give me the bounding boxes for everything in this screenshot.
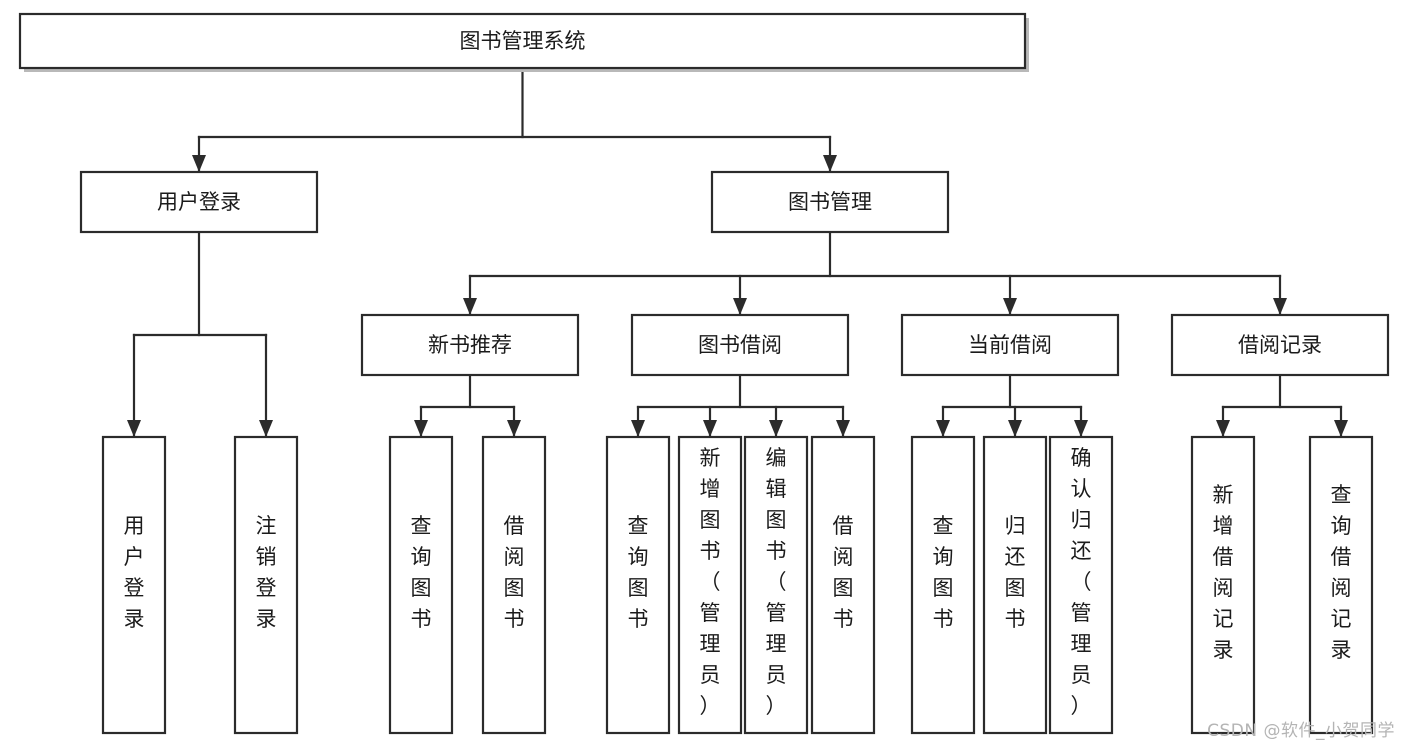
node-borrow-record[interactable]: 借阅记录: [1170, 313, 1390, 377]
node-leaf-borrow-book-2[interactable]: 借阅图书: [810, 435, 876, 735]
arrow-head-icon: [823, 155, 837, 172]
arrow-head-icon: [1334, 420, 1348, 437]
node-label: 新增借阅记录: [1213, 483, 1234, 662]
arrow-head-icon: [259, 420, 273, 437]
edges-layer: [127, 66, 1348, 437]
arrow-head-icon: [1074, 420, 1088, 437]
arrow-head-icon: [936, 420, 950, 437]
arrow-head-icon: [414, 420, 428, 437]
node-label: 借阅图书: [504, 514, 525, 631]
node-label: 新书推荐: [428, 333, 512, 357]
node-label: 图书借阅: [698, 333, 782, 357]
node-leaf-query-book-1[interactable]: 查询图书: [388, 435, 454, 735]
node-book-manage[interactable]: 图书管理: [710, 170, 950, 234]
arrow-head-icon: [631, 420, 645, 437]
node-leaf-logout[interactable]: 注销登录: [233, 435, 299, 735]
node-label: 图书管理: [788, 190, 872, 214]
node-leaf-edit-book[interactable]: 编辑图书（管理员）: [743, 435, 809, 735]
node-label: 查询借阅记录: [1331, 483, 1352, 662]
arrow-head-icon: [127, 420, 141, 437]
node-leaf-borrow-book-1[interactable]: 借阅图书: [481, 435, 547, 735]
node-label: 用户登录: [124, 514, 145, 631]
node-label: 查询图书: [628, 514, 649, 631]
node-new-book-rec[interactable]: 新书推荐: [360, 313, 580, 377]
node-leaf-add-record[interactable]: 新增借阅记录: [1190, 435, 1256, 735]
arrow-head-icon: [703, 420, 717, 437]
node-book-borrow[interactable]: 图书借阅: [630, 313, 850, 377]
node-label: 借阅图书: [833, 514, 854, 631]
node-label: 注销登录: [256, 514, 277, 631]
node-label: 借阅记录: [1238, 333, 1322, 357]
node-label: 查询图书: [411, 514, 432, 631]
node-leaf-return-book[interactable]: 归还图书: [982, 435, 1048, 735]
node-label: 当前借阅: [968, 333, 1052, 357]
node-label: 查询图书: [933, 514, 954, 631]
arrow-head-icon: [1273, 298, 1287, 315]
node-leaf-query-book-2[interactable]: 查询图书: [605, 435, 671, 735]
arrow-head-icon: [463, 298, 477, 315]
nodes-layer: 图书管理系统用户登录图书管理新书推荐图书借阅当前借阅借阅记录用户登录注销登录查询…: [18, 12, 1390, 735]
node-leaf-confirm-return[interactable]: 确认归还（管理员）: [1048, 435, 1114, 735]
arrow-head-icon: [1216, 420, 1230, 437]
node-current-borrow[interactable]: 当前借阅: [900, 313, 1120, 377]
node-user-login[interactable]: 用户登录: [79, 170, 319, 234]
arrow-head-icon: [836, 420, 850, 437]
node-label: 图书管理系统: [460, 29, 586, 53]
node-leaf-query-record[interactable]: 查询借阅记录: [1308, 435, 1374, 735]
node-label: 编辑图书（管理员）: [766, 446, 787, 718]
node-label: 用户登录: [157, 190, 241, 214]
arrow-head-icon: [192, 155, 206, 172]
arrow-head-icon: [1008, 420, 1022, 437]
node-leaf-add-book[interactable]: 新增图书（管理员）: [677, 435, 743, 735]
node-label: 归还图书: [1005, 514, 1026, 631]
arrow-head-icon: [769, 420, 783, 437]
arrow-head-icon: [507, 420, 521, 437]
node-label: 新增图书（管理员）: [700, 446, 721, 718]
node-leaf-user-login[interactable]: 用户登录: [101, 435, 167, 735]
arrow-head-icon: [1003, 298, 1017, 315]
node-label: 确认归还（管理员）: [1071, 446, 1092, 718]
node-root[interactable]: 图书管理系统: [18, 12, 1029, 72]
arrow-head-icon: [733, 298, 747, 315]
node-leaf-query-book-3[interactable]: 查询图书: [910, 435, 976, 735]
